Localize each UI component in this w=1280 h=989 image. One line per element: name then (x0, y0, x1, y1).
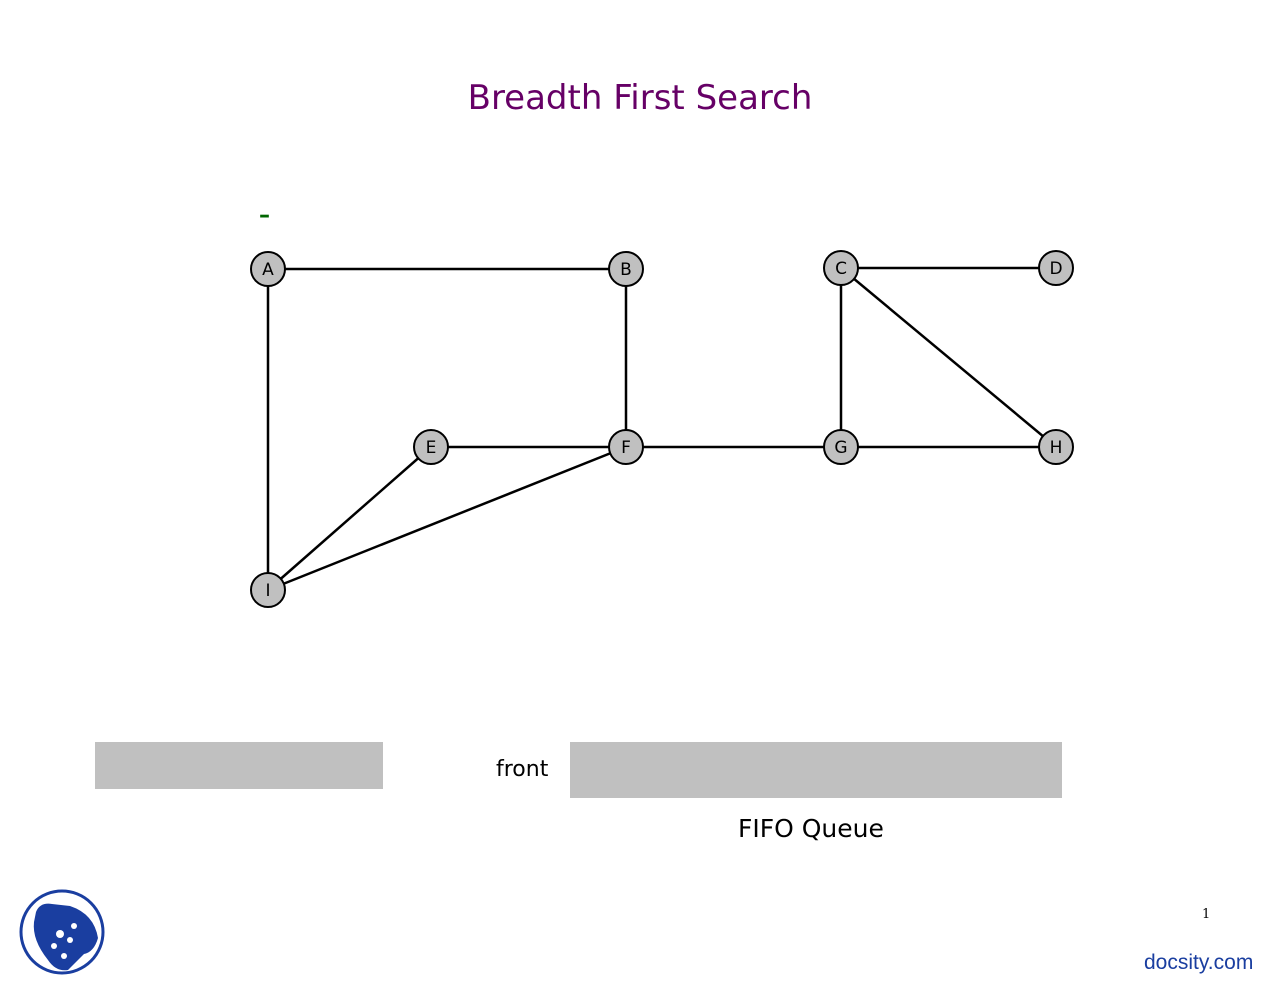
node-e: E (413, 429, 449, 465)
node-circle (250, 572, 286, 608)
queue-caption: FIFO Queue (738, 814, 884, 843)
docsity-logo-icon (19, 889, 105, 975)
cursor-mark: – (259, 203, 270, 228)
node-circle (1038, 429, 1074, 465)
node-label: F (621, 438, 631, 458)
edge-e-i (267, 446, 432, 591)
node-label: I (265, 581, 270, 601)
node-label: E (426, 438, 437, 458)
node-circle (608, 251, 644, 287)
slide-title: Breadth First Search (467, 78, 813, 118)
node-label: D (1049, 259, 1062, 279)
node-label: H (1050, 438, 1063, 458)
node-circle (823, 429, 859, 465)
node-circle (1038, 250, 1074, 286)
node-f: F (608, 429, 644, 465)
node-label: G (834, 438, 847, 458)
brand-link[interactable]: docsity.com (1144, 951, 1254, 974)
node-c: C (823, 250, 859, 286)
edge-c-h (840, 267, 1057, 448)
node-i: I (250, 572, 286, 608)
queue-front-label: front (496, 757, 549, 782)
graph-diagram: – A B C D E F G H I (250, 203, 1074, 608)
node-a: A (250, 251, 286, 287)
node-circle (823, 250, 859, 286)
edge-f-i (267, 445, 627, 592)
node-b: B (608, 251, 644, 287)
node-circle (250, 251, 286, 287)
node-label: A (262, 260, 274, 280)
node-label: C (835, 259, 847, 279)
page-number: 1 (1202, 907, 1211, 922)
visited-box (95, 742, 383, 789)
node-g: G (823, 429, 859, 465)
node-circle (413, 429, 449, 465)
nodes-layer: A B C D E F G H I (250, 250, 1074, 608)
node-circle (608, 429, 644, 465)
node-d: D (1038, 250, 1074, 286)
node-h: H (1038, 429, 1074, 465)
node-label: B (620, 260, 632, 280)
edges-layer (266, 266, 1057, 592)
fifo-queue-box (570, 742, 1062, 798)
